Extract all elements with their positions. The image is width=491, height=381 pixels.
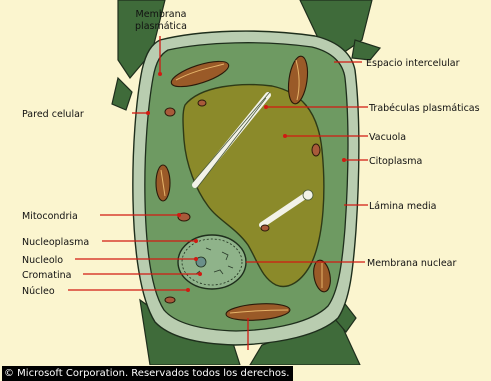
- label-mitocondria: Mitocondria: [22, 211, 78, 222]
- label-membrana-plasmatica-2: plasmática: [135, 21, 187, 32]
- label-membrana-nuclear: Membrana nuclear: [367, 258, 456, 269]
- label-nucleoplasma: Nucleoplasma: [22, 237, 89, 248]
- label-nucleo: Núcleo: [22, 286, 55, 297]
- label-nucleolo: Nucleolo: [22, 255, 63, 266]
- label-membrana-plasmatica-1: Membrana: [136, 9, 187, 20]
- label-trabeculas-plasmaticas: Trabéculas plasmáticas: [368, 103, 480, 114]
- label-espacio-intercelular: Espacio intercelular: [366, 58, 460, 69]
- label-lamina-media: Lámina media: [369, 201, 436, 212]
- nucleus: [178, 235, 246, 289]
- copyright-notice: © Microsoft Corporation. Reservados todo…: [2, 366, 293, 381]
- label-vacuola: Vacuola: [369, 132, 406, 143]
- label-cromatina: Cromatina: [22, 270, 71, 281]
- label-citoplasma: Citoplasma: [369, 156, 422, 167]
- label-pared-celular: Pared celular: [22, 109, 84, 120]
